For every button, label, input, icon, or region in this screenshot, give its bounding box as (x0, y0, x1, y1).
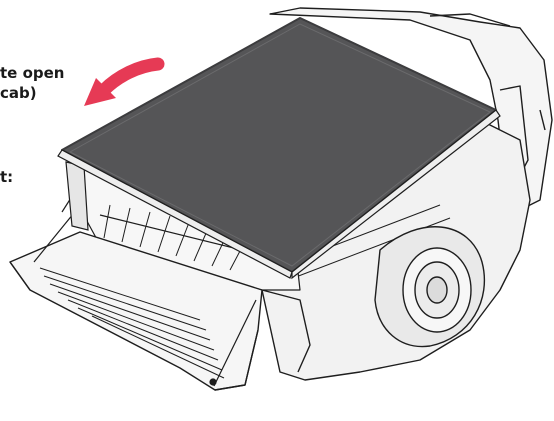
open-tailgate (9, 231, 263, 391)
rear-wheel (374, 226, 486, 348)
instruction-line-3: t: (0, 168, 14, 186)
tonneau-cover (57, 17, 501, 280)
curved-arrow-icon (84, 57, 165, 106)
left-taillight (65, 161, 89, 231)
instruction-line-2: cab) (0, 84, 37, 102)
instruction-line-1: te open (0, 64, 65, 82)
